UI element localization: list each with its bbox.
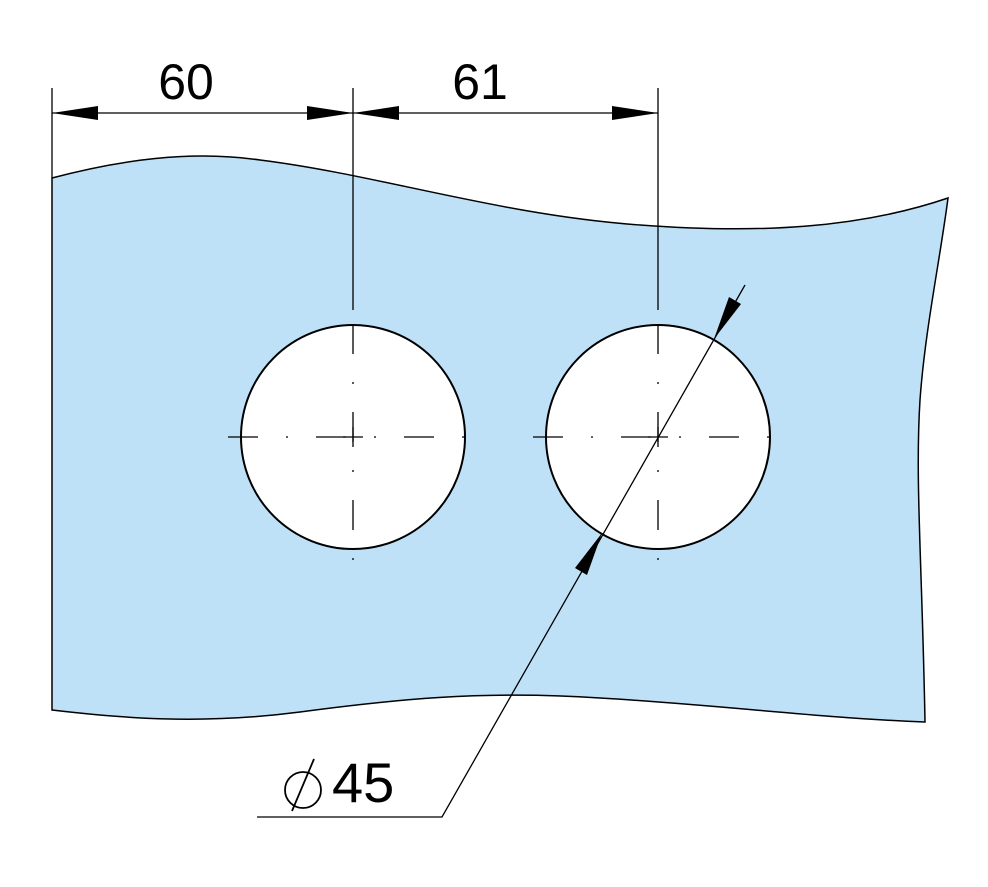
- centerlines: [228, 324, 785, 566]
- dimension-label-right: 61: [452, 54, 508, 110]
- diameter-label: 45: [332, 751, 394, 814]
- dimension-arrows: [52, 106, 658, 120]
- extension-lines: [51, 88, 659, 310]
- diameter-leader-line: [257, 284, 746, 818]
- diameter-arrows: [575, 297, 741, 575]
- diameter-symbol-icon: [284, 758, 322, 812]
- dimension-label-left: 60: [158, 54, 214, 110]
- glass-plate: [51, 155, 949, 723]
